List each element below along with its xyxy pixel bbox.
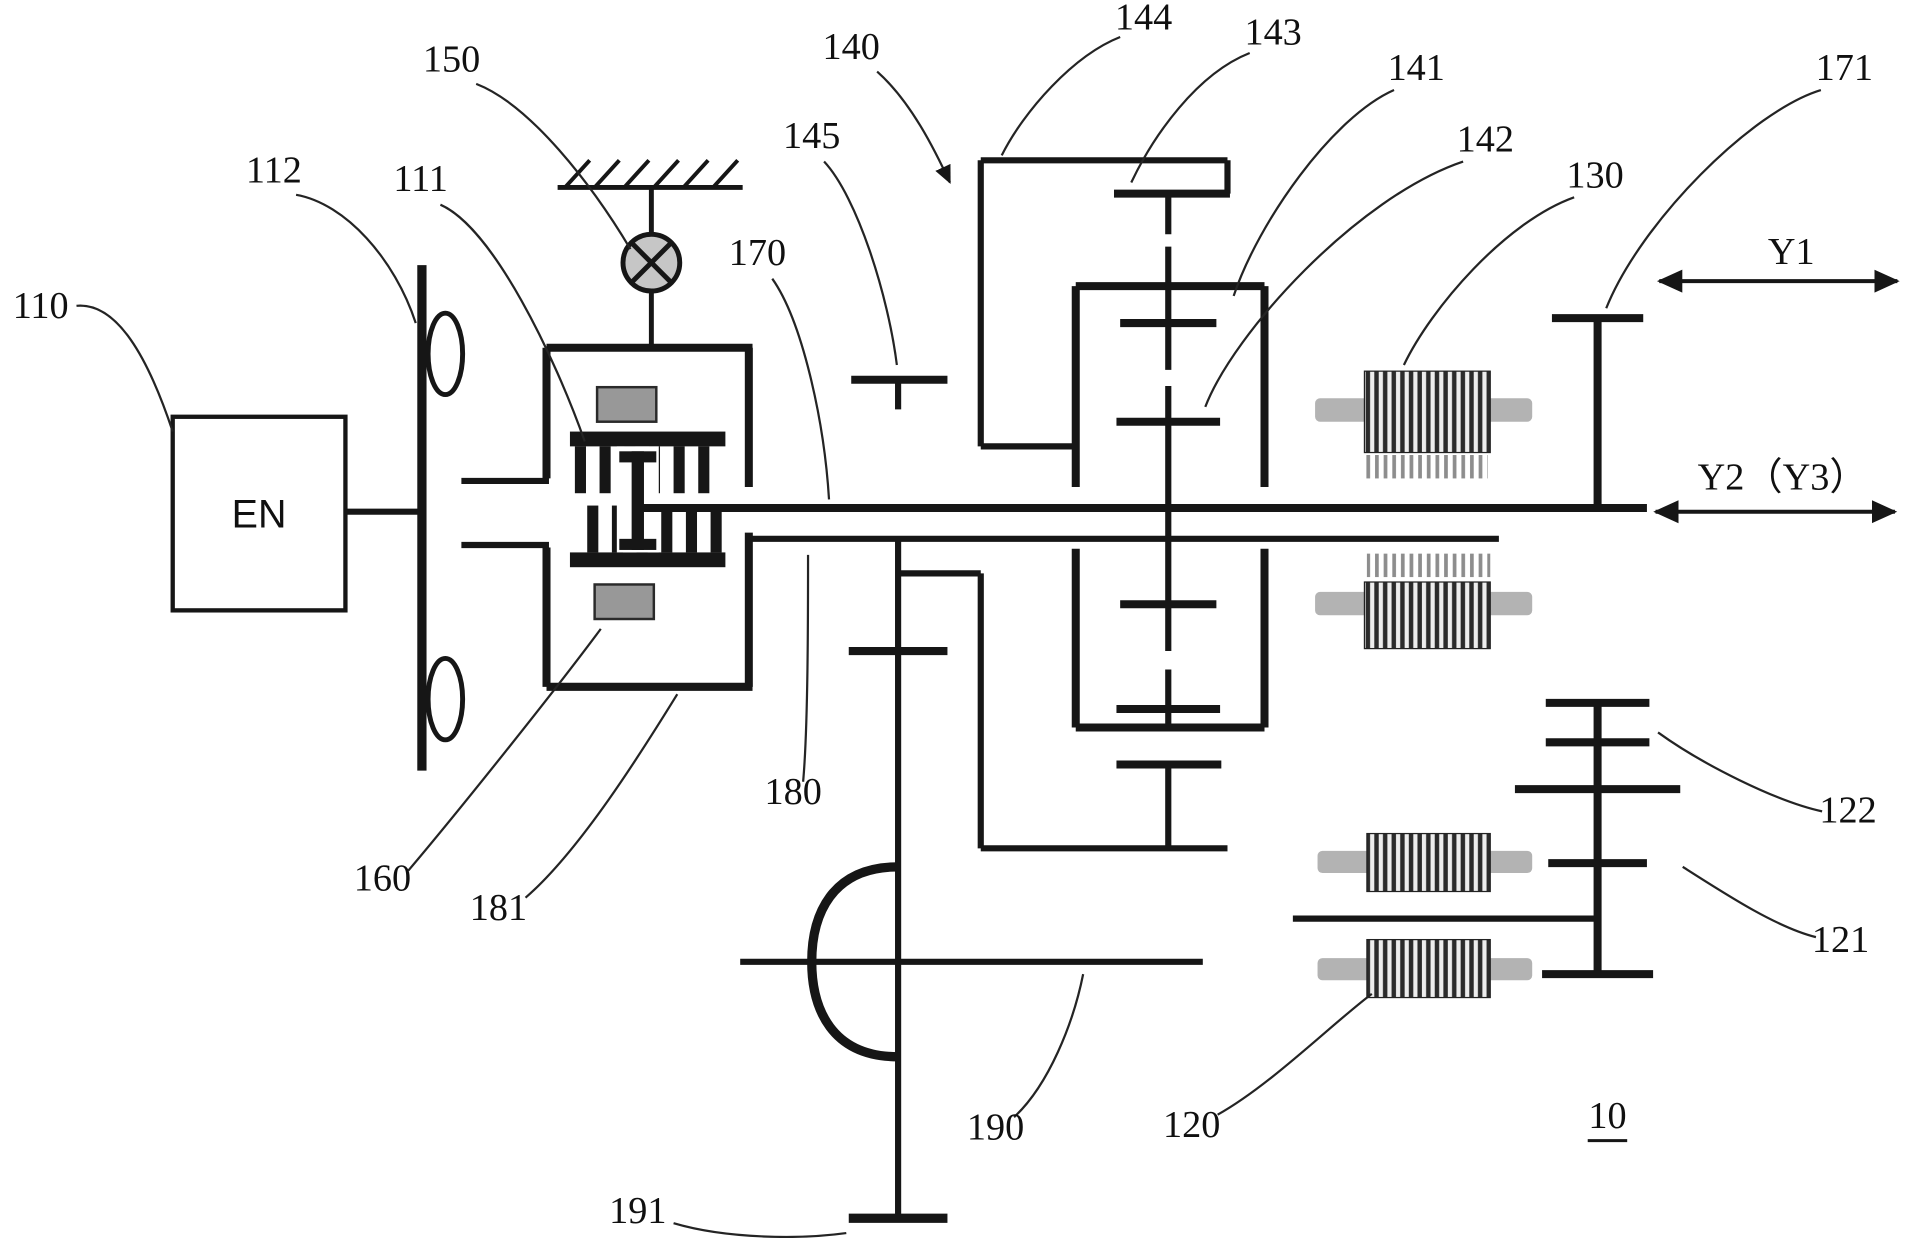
ref-label-180: 180 — [765, 771, 822, 813]
ref-label-141: 141 — [1388, 47, 1445, 89]
leader-160 — [407, 628, 602, 872]
ref-label-171: 171 — [1816, 47, 1873, 89]
reference-labels: 110 112 111 150 170 145 140 144 143 141 … — [13, 0, 1877, 1232]
ref-label-121: 121 — [1812, 919, 1869, 961]
leader-191 — [673, 1222, 847, 1238]
leader-lines — [76, 35, 1823, 1238]
brake-145 — [851, 375, 948, 410]
actuator-pad-upper-160 — [595, 385, 658, 423]
ref-label-142: 142 — [1457, 119, 1514, 161]
clutch-142 — [1116, 286, 1221, 509]
motor-130-winding-lower — [1363, 581, 1491, 650]
leader-140 — [876, 70, 951, 185]
clutch-assembly-111 — [542, 343, 753, 691]
leader-145 — [823, 160, 898, 366]
ref-label-144: 144 — [1115, 0, 1172, 39]
flexplate-roller-lower — [425, 655, 466, 743]
leader-111 — [439, 203, 586, 442]
leader-110 — [76, 304, 174, 432]
motor-130-rotor-laminations-lower — [1366, 553, 1491, 578]
clutch-plate-upper — [569, 431, 726, 447]
engine-block: EN — [170, 414, 425, 613]
ref-label-191: 191 — [609, 1190, 666, 1232]
figure-number: 10 — [1588, 1095, 1626, 1137]
flexplate-roller-upper — [425, 310, 466, 398]
motor-130-rotor-laminations-upper — [1364, 455, 1488, 479]
housing-bracket-140 — [977, 157, 1231, 450]
motor-120-winding-upper — [1366, 832, 1491, 893]
output-shaft-171 — [1551, 314, 1644, 509]
axis-y1: Y1 — [1656, 231, 1900, 293]
motor-130 — [1315, 370, 1533, 650]
clutch-lower — [1116, 508, 1221, 728]
ref-label-181: 181 — [470, 887, 527, 929]
axis-y2-y3: Y2（Y3） — [1653, 457, 1898, 524]
ref-label-130: 130 — [1566, 154, 1623, 196]
leader-141 — [1232, 88, 1395, 297]
ref-label-190: 190 — [967, 1106, 1024, 1148]
underframe-brake — [898, 570, 1228, 852]
axis-y1-label: Y1 — [1768, 231, 1815, 273]
leader-112 — [295, 193, 417, 324]
ref-label-170: 170 — [729, 232, 786, 274]
ref-label-112: 112 — [246, 150, 302, 192]
gear-stack-122-121 — [1514, 698, 1681, 979]
ref-label-150: 150 — [423, 39, 480, 81]
motor-130-stator-winding — [1363, 370, 1491, 454]
leader-171 — [1605, 88, 1822, 309]
motor-120-winding-lower — [1366, 938, 1491, 999]
clutch-plate-lower — [569, 552, 726, 568]
ref-label-145: 145 — [783, 115, 840, 157]
flexplate-112 — [417, 265, 549, 771]
clutch-143 — [1113, 189, 1230, 287]
ref-label-120: 120 — [1163, 1104, 1220, 1146]
leader-150 — [475, 82, 632, 250]
engine-box — [170, 414, 348, 613]
leader-143 — [1130, 51, 1251, 183]
leader-122 — [1657, 731, 1823, 813]
leader-144 — [1000, 35, 1121, 156]
leader-142 — [1204, 160, 1464, 408]
ref-label-140: 140 — [823, 26, 880, 68]
damper-150 — [557, 158, 743, 348]
ref-label-110: 110 — [13, 285, 69, 327]
actuator-pad-lower-181 — [593, 583, 656, 621]
leader-130 — [1402, 196, 1575, 366]
leader-180 — [802, 554, 810, 782]
leader-170 — [771, 278, 831, 500]
ref-label-122: 122 — [1819, 789, 1876, 831]
ref-label-160: 160 — [354, 857, 411, 899]
leader-190 — [1013, 973, 1085, 1118]
engine-label: EN — [232, 493, 287, 537]
motor-120 — [1292, 832, 1598, 999]
axis-y2-label: Y2（Y3） — [1698, 457, 1868, 499]
synchro-190-shaft-191 — [740, 538, 1203, 1223]
ref-label-143: 143 — [1244, 11, 1301, 53]
leader-121 — [1682, 865, 1817, 939]
ref-label-111: 111 — [393, 158, 448, 200]
leader-120 — [1217, 992, 1373, 1116]
leader-181 — [524, 693, 679, 899]
